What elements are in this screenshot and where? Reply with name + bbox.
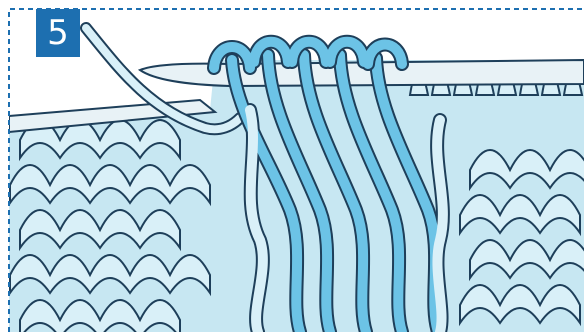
step-number: 5	[47, 16, 69, 50]
step-number-badge: 5	[36, 9, 80, 57]
